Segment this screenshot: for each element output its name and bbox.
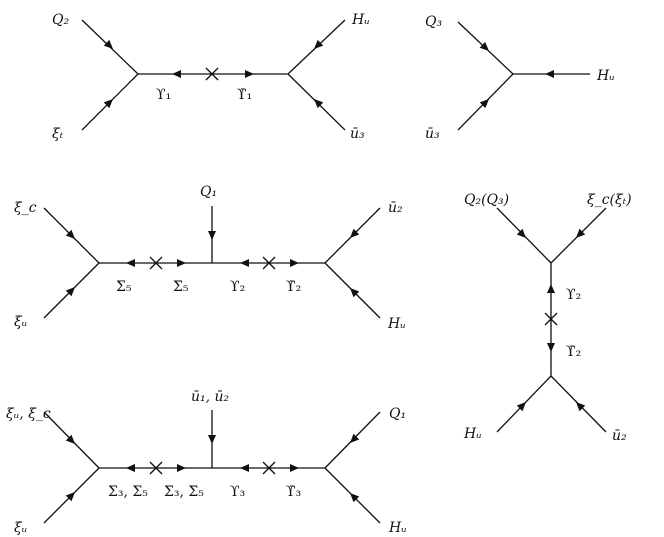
d1-arrow-q2 <box>103 39 113 49</box>
d5-arrow-hu <box>516 402 526 412</box>
d5-arrow-q2q3 <box>516 228 526 238</box>
d4-label-prop-3: ϒ₃ <box>230 484 245 500</box>
d1-mass-insertion <box>205 67 219 81</box>
d4-arrow-hu <box>350 493 360 503</box>
d2-label-bottom-left: ū₃ <box>425 126 440 142</box>
d4-arrow-upsilonbar3 <box>290 464 299 472</box>
d5-mass-insertion <box>544 312 558 326</box>
d5-label-lower-propagator: ϒ̄₂ <box>566 344 581 360</box>
diagram-1: Q₂ ξₜ Hᵤ ū₃ ϒ₁ ϒ̄₁ <box>52 12 370 142</box>
diagram-2: Q₃ ū₃ Hᵤ <box>425 14 615 142</box>
d4-arrow-sigma <box>126 464 135 472</box>
d5-label-top-left: Q₂(Q₃) <box>464 192 509 208</box>
d4-arrow-sigmabar <box>177 464 186 472</box>
d2-arrow-u3 <box>479 99 489 109</box>
d1-label-bottom-left: ξₜ <box>52 126 64 142</box>
d4-label-top-left: ξᵤ, ξ_c <box>6 406 51 422</box>
d3-mass-insertion-left <box>149 256 163 270</box>
d2-arrow-q3 <box>479 41 489 51</box>
d4-label-top-right: Q₁ <box>389 406 406 422</box>
d4-label-prop-2: Σ̄₃, Σ̄₅ <box>164 484 204 500</box>
d4-label-bottom-right: Hᵤ <box>388 520 407 536</box>
d5-label-bottom-right: ū₂ <box>612 428 627 444</box>
d5-arrow-xic-xit <box>576 228 586 238</box>
d4-arrow-xiu <box>65 492 75 502</box>
d3-arrow-sigma5 <box>126 259 135 267</box>
d2-arrow-hu <box>545 70 554 78</box>
d4-arrow-u1u2 <box>208 435 216 444</box>
diagram-5: Q₂(Q₃) ξ_c(ξₜ) Hᵤ ū₂ ϒ₂ ϒ̄₂ <box>463 192 632 444</box>
d1-arrow-right <box>245 70 254 78</box>
d3-arrow-hu <box>350 288 360 298</box>
d3-arrow-u2 <box>350 228 360 238</box>
d3-label-prop-3: ϒ₂ <box>230 279 245 295</box>
d1-arrow-left <box>172 70 181 78</box>
d2-label-top-left: Q₃ <box>425 14 442 30</box>
d3-arrow-upsilon2 <box>240 259 249 267</box>
d1-label-left-propagator: ϒ₁ <box>156 87 171 103</box>
diagram-4: ξᵤ, ξ_c ξᵤ ū₁, ū₂ Q₁ Hᵤ Σ₃, Σ₅ Σ̄₃, Σ̄₅ … <box>6 389 407 536</box>
d4-label-prop-4: ϒ̄₃ <box>286 484 301 500</box>
d3-arrow-sigmabar5 <box>177 259 186 267</box>
diagram-3: ξ_c ξᵤ Q₁ ū₂ Hᵤ Σ₅ Σ̄₅ ϒ₂ ϒ̄₂ <box>14 184 406 332</box>
d3-mass-insertion-right <box>262 256 276 270</box>
d4-label-prop-1: Σ₃, Σ₅ <box>108 484 148 500</box>
d4-arrow-upsilon3 <box>240 464 249 472</box>
d4-mass-insertion-left <box>149 461 163 475</box>
d3-label-bottom-right: Hᵤ <box>387 316 406 332</box>
d3-arrow-upsilonbar2 <box>290 259 299 267</box>
d1-label-top-left: Q₂ <box>52 12 69 28</box>
d4-mass-insertion-right <box>262 461 276 475</box>
d4-label-bottom-left: ξᵤ <box>14 520 27 536</box>
d4-arrow-xiu-xic <box>65 434 75 444</box>
d3-label-prop-4: ϒ̄₂ <box>286 279 301 295</box>
d3-label-bottom-left: ξᵤ <box>14 314 27 330</box>
d4-arrow-q1 <box>350 433 360 443</box>
d3-label-prop-1: Σ₅ <box>116 279 132 295</box>
d1-label-top-right: Hᵤ <box>351 12 370 28</box>
d5-label-bottom-left: Hᵤ <box>463 426 482 442</box>
d5-label-upper-propagator: ϒ₂ <box>566 287 581 303</box>
d3-label-top-right: ū₂ <box>388 200 403 216</box>
d1-arrow-xit <box>103 99 113 109</box>
d3-arrow-xiu <box>65 287 75 297</box>
d5-label-top-right: ξ_c(ξₜ) <box>587 192 632 208</box>
d2-label-right: Hᵤ <box>596 68 615 84</box>
d3-label-top-center: Q₁ <box>200 184 217 200</box>
d5-arrow-upsilonbar2 <box>547 343 555 352</box>
d1-label-bottom-right: ū₃ <box>350 126 365 142</box>
d3-label-top-left: ξ_c <box>14 200 37 216</box>
d1-arrow-hu <box>314 39 324 49</box>
d4-label-top-center: ū₁, ū₂ <box>191 389 230 405</box>
d3-label-prop-2: Σ̄₅ <box>173 279 189 295</box>
d5-arrow-u2 <box>576 402 586 412</box>
d3-arrow-q1 <box>208 231 216 240</box>
d5-arrow-upsilon2 <box>547 284 555 293</box>
d1-label-right-propagator: ϒ̄₁ <box>237 87 252 103</box>
d3-arrow-xic <box>65 229 75 239</box>
d1-arrow-u3 <box>314 99 324 109</box>
